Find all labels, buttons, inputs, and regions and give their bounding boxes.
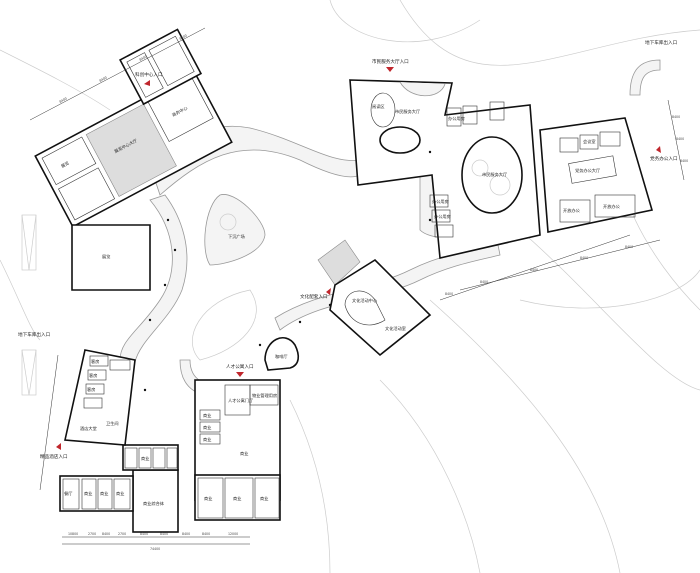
svg-text:8400: 8400 (672, 115, 680, 119)
svg-text:卫生间: 卫生间 (106, 420, 119, 427)
svg-text:8400: 8400 (202, 532, 210, 536)
svg-text:客房: 客房 (89, 372, 97, 379)
svg-text:市民服务大厅: 市民服务大厅 (482, 171, 507, 178)
svg-text:市民服务大厅: 市民服务大厅 (395, 108, 420, 115)
svg-text:商业: 商业 (203, 412, 211, 419)
svg-text:商业: 商业 (203, 436, 211, 443)
room-label: 展览 (60, 160, 71, 170)
svg-text:8400: 8400 (580, 256, 588, 260)
dimension-bottom: 10800 2700 8400 2700 8400 8400 8400 8400… (62, 532, 250, 551)
entrance-label: 文化配套入口 (300, 293, 328, 300)
svg-text:8400: 8400 (530, 268, 538, 272)
entrance-label: 市民服务大厅入口 (372, 58, 409, 65)
svg-text:文化活动中心: 文化活动中心 (352, 297, 378, 304)
svg-text:客房: 客房 (87, 386, 95, 393)
entrance-label: 地下车库出入口 (645, 39, 678, 46)
svg-text:商业: 商业 (100, 490, 108, 497)
entrance-arrow-icon (56, 443, 61, 450)
svg-text:8400: 8400 (179, 34, 188, 41)
svg-text:党务办公大厅: 党务办公大厅 (575, 167, 600, 174)
svg-text:12000: 12000 (228, 532, 238, 536)
svg-text:开放办公: 开放办公 (603, 203, 621, 210)
svg-text:8400: 8400 (160, 532, 168, 536)
svg-text:10800: 10800 (68, 532, 78, 536)
svg-text:商业: 商业 (84, 490, 92, 497)
svg-text:商业: 商业 (233, 495, 241, 502)
svg-text:商业: 商业 (141, 455, 149, 462)
svg-text:办公用房: 办公用房 (434, 213, 451, 220)
svg-text:8400: 8400 (182, 532, 190, 536)
cafe-pod (264, 337, 300, 371)
entrance-label: 精品酒店入口 (40, 453, 68, 460)
dimension-left (39, 354, 59, 491)
entrance-arrow-icon (386, 67, 394, 72)
svg-text:商业综合体: 商业综合体 (143, 500, 165, 507)
svg-text:8400: 8400 (140, 532, 148, 536)
svg-text:8400: 8400 (445, 292, 453, 296)
entrance-arrow-icon (144, 80, 150, 86)
entrance-label: 人才公寓入口 (226, 363, 254, 370)
svg-text:2700: 2700 (88, 532, 96, 536)
svg-text:商业: 商业 (116, 490, 124, 497)
building-tech-center: 商务中心 展览中心大厅 展览 (34, 28, 233, 228)
svg-text:8400: 8400 (676, 137, 684, 141)
svg-text:酒店大堂: 酒店大堂 (80, 425, 97, 432)
building-tech-annex (71, 224, 151, 291)
svg-text:8400: 8400 (102, 532, 110, 536)
svg-text:8400: 8400 (99, 76, 108, 83)
parking-ramp-ne (629, 59, 661, 96)
entrance-arrow-icon (656, 146, 661, 153)
svg-text:商业: 商业 (203, 424, 211, 431)
room-label: 展览 (102, 253, 110, 260)
entrance-arrow-icon (236, 372, 244, 377)
svg-text:办公用房: 办公用房 (448, 115, 465, 122)
building-culture: 文化活动中心 文化活动室 (317, 239, 432, 357)
columns (143, 150, 432, 392)
svg-text:餐厅: 餐厅 (64, 490, 72, 497)
dimension-mid: 8400 (439, 234, 631, 301)
svg-text:文化活动室: 文化活动室 (385, 325, 406, 332)
svg-text:商业: 商业 (260, 495, 268, 502)
dimension-top-left: 8400 8400 8400 8400 (29, 27, 206, 121)
svg-text:2700: 2700 (118, 532, 126, 536)
parking-ramp-w (21, 214, 37, 396)
svg-text:8400: 8400 (680, 159, 688, 163)
svg-text:阅读区: 阅读区 (372, 103, 385, 110)
svg-text:8400: 8400 (139, 55, 148, 62)
svg-text:开放办公: 开放办公 (563, 207, 581, 214)
svg-text:8400: 8400 (59, 97, 68, 104)
svg-text:客房: 客房 (91, 358, 99, 365)
entrance-label: 党务办公入口 (650, 155, 678, 162)
svg-text:商业: 商业 (240, 450, 248, 457)
svg-text:办公用房: 办公用房 (432, 198, 449, 205)
sunken-plaza: 下沉广场 (204, 194, 266, 266)
svg-text:8400: 8400 (625, 245, 633, 249)
entrance-label: 科创中心入口 (135, 71, 163, 78)
entrance-arrow-icon (326, 288, 331, 295)
svg-text:74400: 74400 (150, 547, 160, 551)
dimension-right: 8400 8400 8400 (667, 99, 688, 181)
entrance-label: 地下车库出入口 (18, 331, 51, 338)
building-party-office: 党务办公大厅 开放办公 开放办公 会议室 (539, 117, 654, 233)
svg-text:物业管理用房: 物业管理用房 (252, 392, 277, 399)
svg-text:商业: 商业 (204, 495, 212, 502)
building-south: 人才公寓门厅 物业管理用房 商业 商业 商业 商业 商业 商业 商业 商业综合体… (59, 349, 281, 533)
svg-text:人才公寓门厅: 人才公寓门厅 (228, 397, 253, 404)
building-service-hall: 阅读区 市民服务大厅 市民服务大厅 办公用房 办公用房 办公用房 (349, 79, 541, 259)
svg-text:8400: 8400 (480, 280, 488, 284)
svg-text:会议室: 会议室 (583, 138, 596, 145)
svg-text:下沉广场: 下沉广场 (228, 233, 245, 240)
svg-text:咖啡厅: 咖啡厅 (275, 353, 288, 360)
